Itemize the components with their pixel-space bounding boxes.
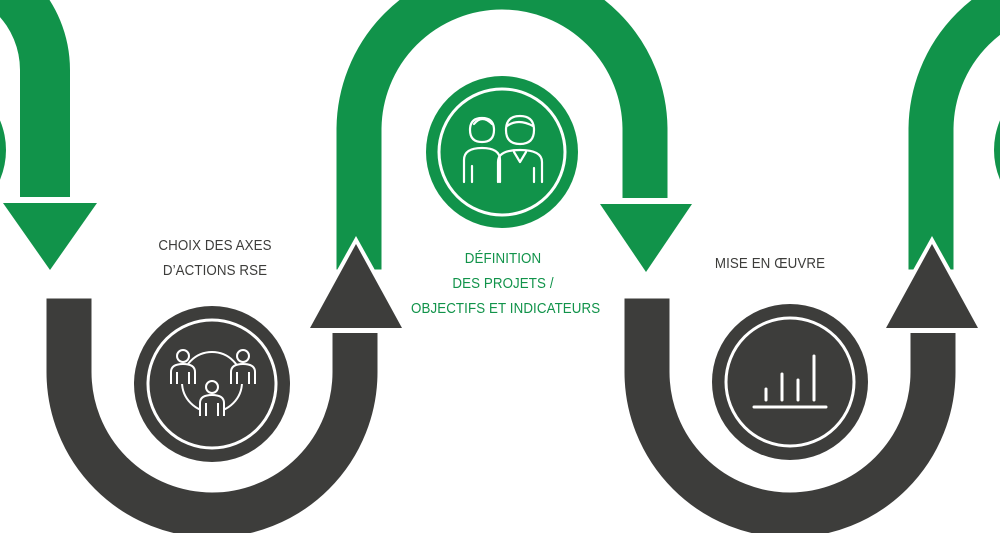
green-arc-left	[0, 0, 70, 200]
label-line: DÉFINITION	[464, 251, 542, 267]
step-label-mise-en-oeuvre: MISE EN ŒUVRE	[696, 252, 843, 277]
label-line: OBJECTIFS ET INDICATEURS	[411, 301, 601, 317]
partial-badge-right	[994, 120, 1000, 180]
green-arch-center	[331, 0, 673, 275]
label-line: DES PROJETS /	[452, 276, 554, 292]
green-arch-right	[903, 0, 1000, 275]
label-line: MISE EN ŒUVRE	[714, 256, 826, 272]
label-line: D’ACTIONS RSE	[162, 263, 268, 279]
label-line: CHOIX DES AXES	[158, 238, 272, 254]
dark-u-left	[41, 293, 383, 533]
two-people-icon	[426, 76, 578, 228]
team-network-icon	[134, 306, 290, 462]
step-label-choix-axes: CHOIX DES AXES D’ACTIONS RSE	[132, 234, 298, 284]
bar-chart-icon	[712, 304, 868, 460]
dark-u-right	[619, 293, 961, 533]
step-label-definition-projets: DÉFINITION DES PROJETS / OBJECTIFS ET IN…	[411, 247, 601, 322]
partial-badge-left	[0, 120, 6, 180]
